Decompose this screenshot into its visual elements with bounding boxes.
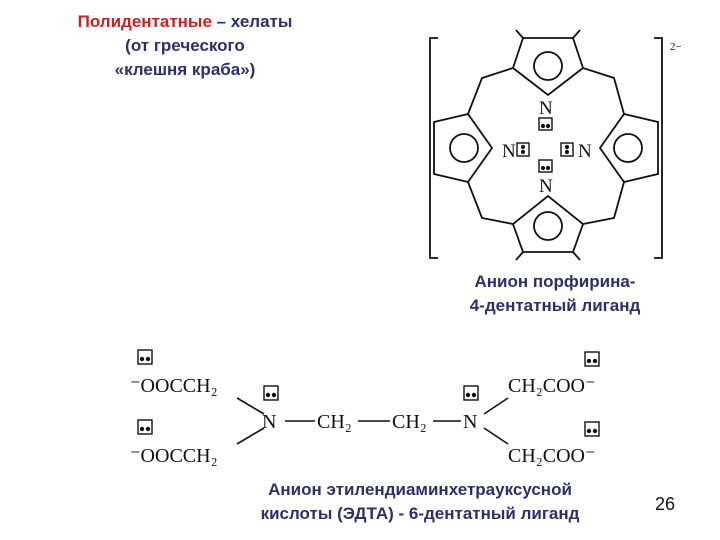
edta-left-bottom-group: ⁻OOCCH₂ bbox=[130, 445, 218, 467]
n-atom-left: N bbox=[502, 141, 516, 162]
lone-pair-box-n1 bbox=[263, 385, 279, 401]
lone-pair-box-o3 bbox=[584, 351, 600, 367]
meso-bridge-br bbox=[582, 181, 625, 225]
n-atom-right: N bbox=[578, 141, 592, 162]
edta-right-bottom-group: CH₂COO⁻ bbox=[508, 445, 596, 467]
edta-n-left: N bbox=[262, 411, 276, 433]
porphyrin-caption-line-1: Анион порфирина- bbox=[474, 272, 636, 291]
n-atom-top: N bbox=[539, 98, 553, 119]
pyrrole-top bbox=[511, 29, 585, 97]
edta-caption: Анион этилендиаминхетрауксусной кислоты … bbox=[220, 478, 620, 526]
porphyrin-caption: Анион порфирина- 4-дентатный лиганд bbox=[430, 270, 680, 318]
bracket-left bbox=[429, 37, 438, 259]
title-line-2: (от греческого bbox=[125, 36, 245, 55]
pyrrole-right bbox=[598, 112, 659, 184]
meso-bridge-bl bbox=[467, 181, 514, 225]
edta-structure: ⁻OOCCH₂ ⁻OOCCH₂ N CH₂ CH₂ N CH₂COO⁻ CH₂C… bbox=[130, 349, 600, 467]
lone-pair-box-o2 bbox=[137, 419, 153, 435]
edta-caption-line-2: кислоты (ЭДТА) - 6-дентатный лиганд bbox=[260, 504, 580, 523]
porphyrin-structure bbox=[429, 29, 663, 261]
slide-title: Полидентатные – хелаты (от греческого «к… bbox=[30, 10, 340, 82]
title-term: Полидентатные bbox=[77, 12, 212, 31]
edta-lone-pairs bbox=[137, 349, 600, 437]
meso-bridge-tr bbox=[582, 67, 625, 115]
title-line-3: «клешня краба») bbox=[114, 60, 256, 79]
lone-pair-box-top bbox=[538, 117, 553, 131]
lone-pair-box-right bbox=[560, 142, 574, 157]
lone-pair-box-o4 bbox=[584, 421, 600, 437]
title-term-rest: – хелаты bbox=[211, 12, 293, 31]
lone-pair-box-left bbox=[516, 142, 530, 157]
pyrrole-bottom bbox=[511, 194, 585, 261]
edta-caption-line-1: Анион этилендиаминхетрауксусной bbox=[268, 480, 572, 499]
lone-pair-box-o1 bbox=[137, 349, 153, 365]
n-atom-bottom: N bbox=[539, 176, 553, 197]
edta-left-top-group: ⁻OOCCH₂ bbox=[130, 375, 218, 397]
lone-pair-box-n2 bbox=[463, 385, 479, 401]
edta-ch2-b: CH₂ bbox=[392, 411, 427, 433]
edta-right-top-group: CH₂COO⁻ bbox=[508, 375, 596, 397]
edta-ch2-a: CH₂ bbox=[317, 411, 352, 433]
edta-bonds bbox=[236, 397, 509, 445]
porphyrin-lone-pairs bbox=[516, 117, 574, 173]
lone-pair-box-bottom bbox=[538, 159, 553, 173]
edta-n-right: N bbox=[463, 411, 477, 433]
pyrrole-left bbox=[433, 112, 494, 184]
bracket-right bbox=[654, 37, 663, 259]
porphyrin-nitrogens: N N N N bbox=[502, 98, 592, 197]
porphyrin-caption-line-2: 4-дентатный лиганд bbox=[469, 296, 641, 315]
porphyrin-charge: 2− bbox=[670, 41, 682, 53]
meso-bridge-tl bbox=[467, 67, 514, 115]
title-line-1: Полидентатные – хелаты bbox=[30, 10, 340, 34]
page-number: 26 bbox=[655, 494, 676, 514]
